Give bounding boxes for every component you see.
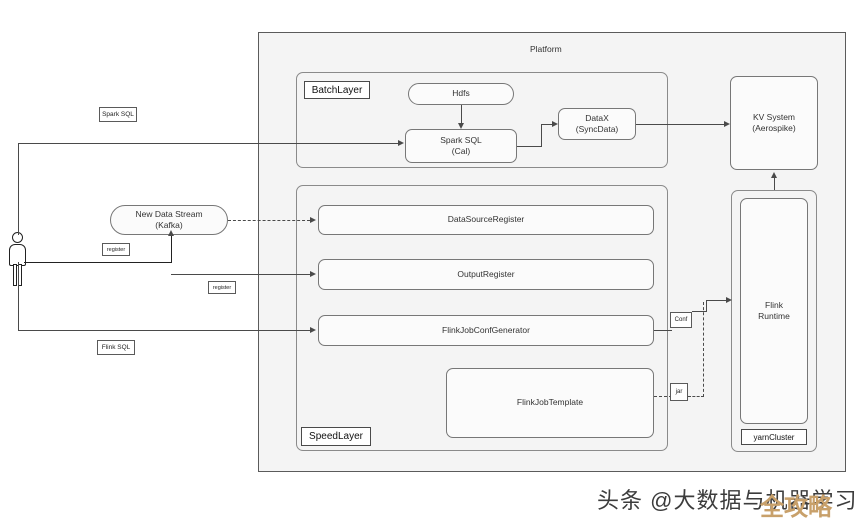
spark-sql-node[interactable]: Spark SQL (Cal) [405,129,517,163]
data-source-register-node[interactable]: DataSourceRegister [318,205,654,235]
datax-node-line2: (SyncData) [575,124,619,134]
flink-runtime-node[interactable]: Flink Runtime [740,198,808,424]
arrowhead-yarncluster-to-kv [770,172,777,178]
actor-left-leg-icon [13,264,17,286]
edge-datax-to-kv [636,124,726,125]
kv-system-line2: (Aerospike) [752,123,796,133]
flink-job-template-node[interactable]: FlinkJobTemplate [446,368,654,438]
new-data-stream-line1: New Data Stream [135,208,203,219]
watermark-text: 头条 @大数据与机器学习 [597,488,858,513]
arrowhead-register-to-kafka [167,230,174,236]
hdfs-node[interactable]: Hdfs [408,83,514,105]
edge-actor-register-h [24,262,172,264]
edge-actor-to-sparksql-v [18,143,19,235]
edge-conf-h [692,311,707,312]
register-top-label: register [102,243,130,256]
spark-sql-node-line2: (Cal) [451,146,471,156]
yarn-cluster-tag: yarnCluster [741,429,807,445]
edge-actor-to-flinksql-v [18,262,19,330]
jar-label: jar [670,383,688,401]
edge-sparksql-to-datax-h1 [517,146,541,147]
output-register-node[interactable]: OutputRegister [318,259,654,290]
speed-layer-tag: SpeedLayer [301,427,371,446]
conf-label: Conf [670,312,692,328]
register-bottom-label: register [208,281,236,294]
arrowhead-actor-to-sparksql [398,139,404,146]
flink-job-conf-generator-node[interactable]: FlinkJobConfGenerator [318,315,654,346]
spark-sql-node-line1: Spark SQL [440,134,482,145]
actor-user[interactable] [6,232,30,288]
datax-node-line1: DataX [585,112,609,123]
edge-jar-h [688,396,704,397]
actor-body-icon [9,244,26,266]
platform-label: Platform [530,44,562,54]
edge-sparksql-to-datax-h2 [541,124,554,125]
arrowhead-conf-to-runtime [726,296,732,303]
edge-hdfs-to-sparksql [461,105,462,124]
kv-system-node[interactable]: KV System (Aerospike) [730,76,818,170]
flink-sql-edge-label: Flink SQL [97,340,135,355]
watermark-overlay-text: 全攻略 [760,494,832,521]
batch-layer-tag: BatchLayer [304,81,370,99]
flink-runtime-line1: Flink [765,299,783,310]
arrowhead-hdfs-to-sparksql [457,123,464,129]
edge-register-to-outputregister [171,274,310,275]
edge-conf-v [706,300,707,312]
arrowhead-actor-to-confgen [310,326,316,333]
edge-kafka-to-datasourceregister [228,220,310,221]
arrowhead-kafka-to-datasourceregister [310,216,316,223]
edge-register-to-kafka-v [171,236,172,263]
datax-node[interactable]: DataX (SyncData) [558,108,636,140]
arrowhead-register-to-outputregister [310,270,316,277]
kv-system-line1: KV System [752,111,796,122]
new-data-stream-line2: (Kafka) [155,220,183,230]
flink-runtime-line2: Runtime [758,311,790,321]
edge-actor-to-flinksql-h [18,330,310,331]
edge-actor-to-sparksql-h [18,143,400,144]
edge-template-to-jar [654,396,672,397]
arrowhead-sparksql-to-datax [552,120,558,127]
edge-jar-v [703,302,704,397]
actor-head-icon [12,232,23,243]
arrowhead-datax-to-kv [724,120,730,127]
edge-sparksql-to-datax-v [541,124,542,147]
edge-confgen-to-conf [654,330,672,331]
spark-sql-edge-label: Spark SQL [99,107,137,122]
edge-conf-to-runtime [706,300,728,301]
